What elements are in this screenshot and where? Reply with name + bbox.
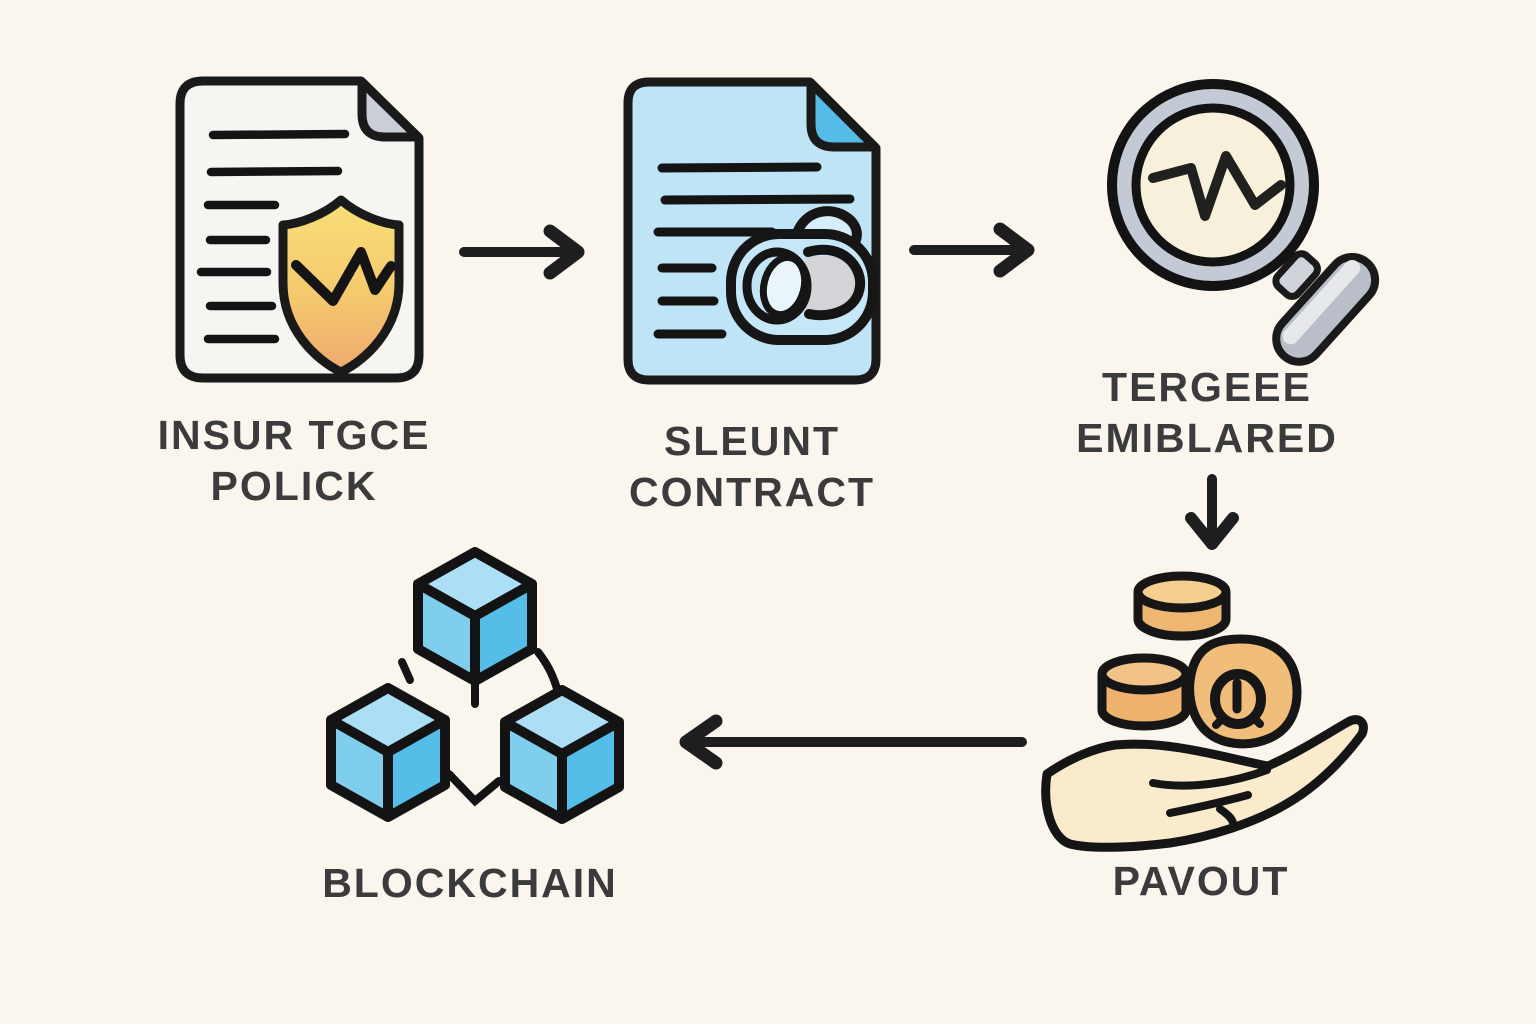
contract-document-toggle-icon (623, 77, 881, 385)
trigger-event-label: TERGEEE EMIBLARED (1032, 362, 1382, 464)
coins-in-hand-icon (1041, 571, 1368, 852)
payout-label: PAVOUT (1050, 856, 1352, 907)
blockchain-label-line1: BLOCKCHAIN (322, 860, 618, 906)
magnifier-handle (1272, 250, 1380, 366)
coin-left (1097, 653, 1191, 731)
arrow-payout-to-blockchain (679, 714, 1027, 770)
policy-document-shield-icon (175, 76, 424, 383)
toggle-lock-icon (726, 206, 878, 345)
arrow-contract-to-trigger (909, 222, 1035, 278)
blockchain-node (302, 542, 642, 842)
smart-contract-label: SLEUNT CONTRACT (582, 416, 922, 518)
smart-contract-label-line2: CONTRACT (628, 469, 876, 515)
arrow-trigger-to-payout (1185, 474, 1239, 550)
smart-contract-label-line1: SLEUNT (664, 418, 840, 464)
shield-check-zigzag (291, 247, 396, 306)
linked-cubes-icon (326, 547, 624, 824)
coin-right (1185, 634, 1302, 749)
insurance-policy-node (165, 72, 427, 387)
smart-contract-node (612, 72, 890, 390)
payout-node (1020, 552, 1400, 862)
trigger-event-node (1085, 62, 1400, 370)
coin-top (1133, 571, 1231, 641)
cube-left (326, 683, 450, 822)
blockchain-label: BLOCKCHAIN (270, 858, 670, 909)
insurance-policy-label-line2: POLICK (210, 463, 378, 509)
document-text-lines (196, 129, 350, 344)
cube-top (413, 547, 537, 686)
document-text-lines (653, 162, 855, 339)
open-hand (1041, 715, 1368, 852)
cube-right (500, 685, 624, 824)
document-fold (357, 77, 423, 142)
trigger-event-label-line1: TERGEEE (1102, 364, 1312, 410)
insurance-policy-label-line1: INSUR TGCE (157, 412, 431, 458)
magnifying-glass-chart-icon (1107, 79, 1380, 366)
payout-label-line1: PAVOUT (1112, 858, 1290, 904)
lens-zigzag-chart (1148, 151, 1286, 221)
arrow-policy-to-contract (459, 224, 585, 280)
insurance-policy-label: INSUR TGCE POLICK (118, 410, 470, 512)
trigger-event-label-line2: EMIBLARED (1076, 415, 1338, 461)
document-fold (806, 78, 880, 152)
